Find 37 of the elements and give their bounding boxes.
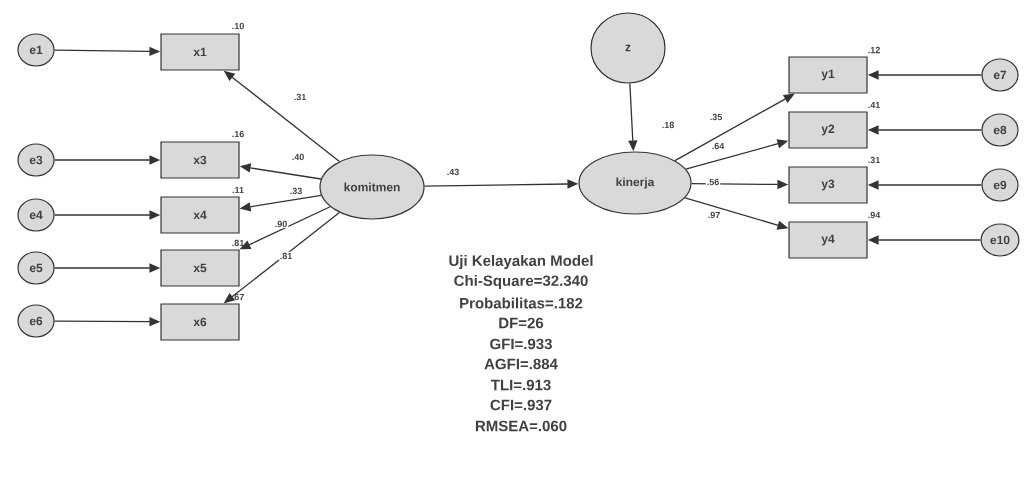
edge-label: .40 [290,152,306,162]
fit-statistic: GFI=.933 [490,338,552,350]
edge-label: .43 [445,167,461,177]
fit-statistic: AGFI=.884 [484,358,558,370]
coefficient-label: .10 [230,21,246,31]
fit-statistic: DF=26 [499,317,544,329]
variable-box: x5 [160,249,240,287]
variable-box: y1 [788,56,868,94]
variable-box: x1 [160,33,240,71]
variable-box: x3 [160,141,240,179]
coefficient-label: .31 [866,155,882,165]
edge-label: .56 [705,177,721,187]
coefficient-label: .12 [866,45,882,55]
variable-box: x4 [160,196,240,234]
fit-statistic: CFI=.937 [490,399,552,411]
variable-box: y2 [788,111,868,149]
variable-box: x6 [160,303,240,341]
fit-statistic: Uji Kelayakan Model [449,255,593,269]
edge-label: .31 [292,92,308,102]
variable-box: y3 [788,166,868,204]
coefficient-label: .11 [231,185,245,195]
edge-label: .35 [708,112,724,122]
fit-statistic: Probabilitas=.182 [460,297,583,309]
coefficient-label: .81 [230,238,246,248]
edge-label: .64 [710,141,726,151]
edge-label: .33 [288,186,304,196]
coefficient-label: .41 [866,100,882,110]
edge-label: .81 [278,251,294,261]
edge-label: .97 [706,210,722,220]
variable-box: y4 [788,221,868,259]
fit-statistic: RMSEA=.060 [475,420,567,432]
edge-label: .90 [273,219,289,229]
coefficient-label: .94 [866,210,882,220]
coefficient-label: .16 [230,129,246,139]
coefficient-label: .18 [660,120,676,130]
fit-statistic: TLI=.913 [490,379,551,391]
fit-statistic: Chi-Square=32.340 [454,275,588,289]
